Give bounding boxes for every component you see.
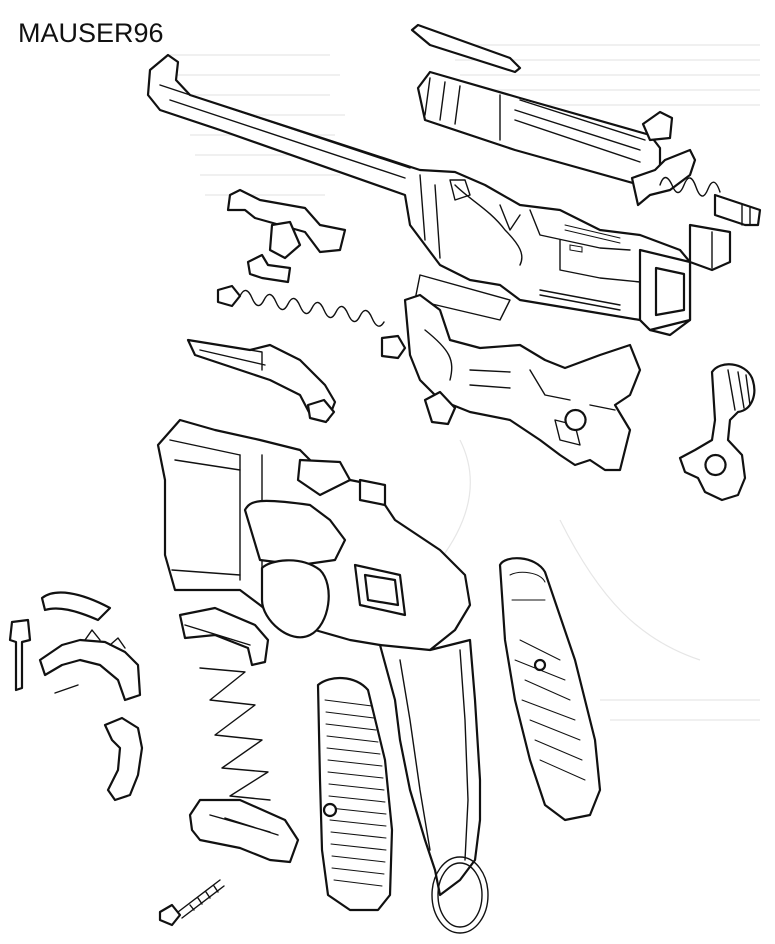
trigger [105,718,142,800]
right-grip [500,558,600,820]
bolt-spring [660,178,760,226]
grip-screw [160,880,224,925]
hammer [680,364,754,500]
barrel-extension [148,55,730,335]
bleed-through-text [170,45,760,720]
lock-frame [405,295,640,470]
lanyard-ring [432,857,488,933]
diagram-title: MAUSER96 [18,18,164,48]
firing-pin-guide [188,340,335,422]
frame [158,420,470,655]
rocker-coupling [228,190,345,282]
magazine-spring [200,668,270,800]
grip-frame [380,640,480,895]
mainspring [218,286,405,358]
floorplate [190,800,298,862]
left-grip [318,678,392,910]
magazine-follower [180,608,268,665]
trigger-guard-parts [10,593,140,700]
